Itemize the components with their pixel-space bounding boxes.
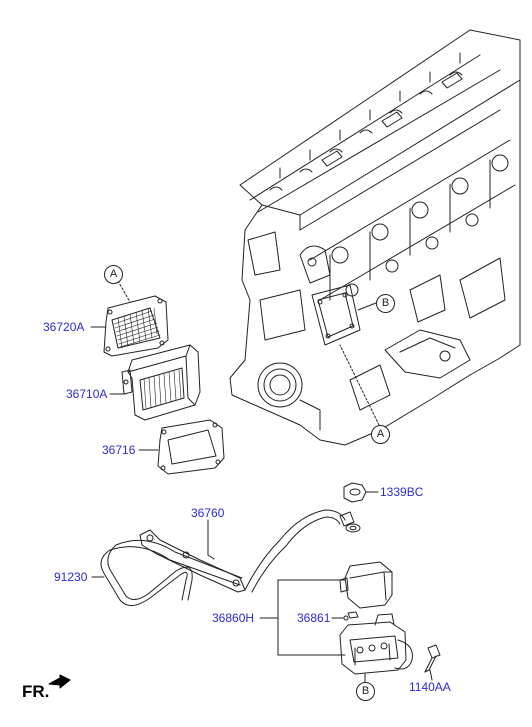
nut-1339BC-shape: [343, 482, 367, 503]
label-36720A: 36720A: [43, 320, 85, 334]
label-36860H: 36860H: [212, 611, 255, 625]
label-36861: 36861: [297, 611, 331, 625]
egr-cooler-36710A-shape: [121, 344, 201, 421]
engine-block: [229, 29, 521, 446]
ref-a-top: A: [104, 265, 123, 284]
egr-pipe-91230-shape: [100, 509, 346, 606]
valve-housing-shape: [339, 613, 413, 675]
label-36760: 36760: [191, 506, 225, 520]
clip-36861-shape: [343, 611, 359, 621]
front-arrow-icon: [48, 674, 71, 689]
bracket-36760-shape: [139, 529, 246, 593]
gasket-36716-shape: [157, 419, 225, 475]
egr-valve-36860H-shape: [339, 561, 393, 609]
label-36716: 36716: [102, 443, 136, 457]
label-1339BC: 1339BC: [380, 485, 424, 499]
ref-b-bottom: B: [356, 682, 375, 701]
ref-b-engine: B: [376, 294, 395, 313]
pipe-fitting-shape: [339, 511, 361, 533]
front-direction-label: FR.: [22, 682, 50, 701]
bolt-1140AA-shape: [424, 644, 441, 673]
label-36710A: 36710A: [66, 387, 108, 401]
label-1140AA: 1140AA: [409, 680, 451, 694]
label-91230: 91230: [54, 570, 88, 584]
gasket-36720A-shape: [103, 295, 169, 357]
ref-a-engine: A: [371, 425, 390, 444]
